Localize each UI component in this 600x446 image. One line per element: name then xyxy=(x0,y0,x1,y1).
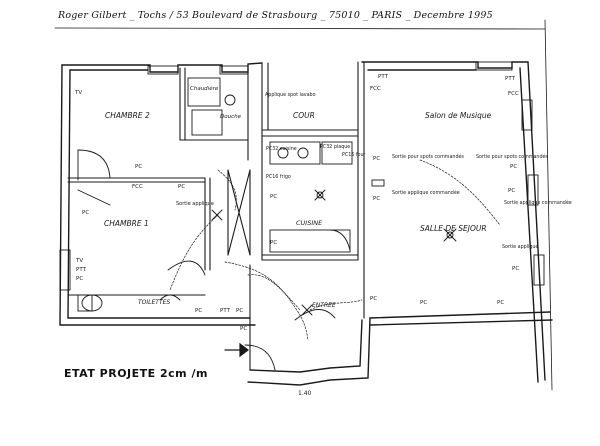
tv-label: TV xyxy=(74,90,82,96)
tv-label: TV xyxy=(75,258,83,264)
pc-label: PC xyxy=(195,308,202,314)
pc-label: PC xyxy=(420,300,427,306)
room-label-cour: COUR xyxy=(293,111,315,120)
applique-spot-lavabo-label: Applique spot lavabo xyxy=(265,92,316,98)
pc32-plaque-label: PC32 plaque xyxy=(320,144,350,150)
wiring-lines xyxy=(169,159,501,341)
pc-label: PC xyxy=(497,300,504,306)
room-label-chambre2: CHAMBRE 2 xyxy=(105,111,150,120)
sortie-applique-label: Sortie applique commandée xyxy=(392,189,460,196)
fcc-label: FCC xyxy=(370,86,381,92)
pc-label: PC xyxy=(270,194,277,200)
ptt-label: PTT xyxy=(220,308,231,314)
fcc-label: FCC xyxy=(508,91,519,97)
room-label-entree: ENTREE xyxy=(312,302,336,309)
scale-note: ETAT PROJETE 2cm /m xyxy=(64,367,208,380)
door-swings xyxy=(77,149,351,371)
pc-label: PC xyxy=(508,188,515,194)
sortie-applique-label: Sortie applique xyxy=(176,201,214,207)
fixture-label-douche: Douche xyxy=(220,114,242,120)
pc-label: PC xyxy=(370,296,377,302)
entry-arrow xyxy=(224,342,249,358)
sheet-edge-line xyxy=(544,19,553,391)
ptt-label: PTT xyxy=(76,267,87,273)
room-label-chambre1: CHAMBRE 1 xyxy=(104,219,149,228)
room-label-salle-sejour: SALLE DE SEJOUR xyxy=(420,224,487,233)
room-label-cuisine: CUISINE xyxy=(296,219,323,227)
pc-four-label: PC16 four xyxy=(342,152,366,158)
sortie-spots-label: Sortie pour spots commandés xyxy=(476,153,548,160)
pc-label: PC xyxy=(373,156,380,162)
sortie-applique-label: Sortie applique commandée xyxy=(504,199,572,206)
pc-label: PC xyxy=(270,240,277,246)
dimension-label: 1.40 xyxy=(298,390,312,397)
windows xyxy=(59,61,545,291)
pc-label: PC xyxy=(373,196,380,202)
fixture-label-chaudiere: Chaudière xyxy=(190,85,219,92)
ptt-label: PTT xyxy=(505,76,516,82)
pc-label: PC xyxy=(178,184,185,190)
fcc-label: FCC xyxy=(132,184,143,190)
pc-label: PC xyxy=(512,266,519,272)
pc-label: PC xyxy=(82,210,89,216)
sortie-spots-label: Sortie pour spots commandés xyxy=(392,153,464,160)
pc-label: PC xyxy=(510,164,517,170)
ptt-label: PTT xyxy=(378,74,389,80)
pc-label: PC xyxy=(240,326,247,332)
fixtures xyxy=(77,77,457,316)
plan-title: Roger Gilbert _ Tochs / 53 Boulevard de … xyxy=(58,10,493,21)
pc-label: PC xyxy=(236,308,243,314)
pc16-frigo-label: PC16 frigo xyxy=(266,174,291,180)
sortie-applique-label: Sortie applique xyxy=(502,244,538,250)
room-label-toilettes: TOILETTES xyxy=(138,299,170,306)
interior-walls xyxy=(67,61,365,371)
pc-label: PC xyxy=(76,276,83,282)
pc-label: PC xyxy=(135,164,142,170)
title-underline xyxy=(54,27,546,30)
room-label-salon: Salon de Musique xyxy=(425,111,492,120)
pc32-cuisine-label: PC32 cuisine xyxy=(266,146,297,152)
